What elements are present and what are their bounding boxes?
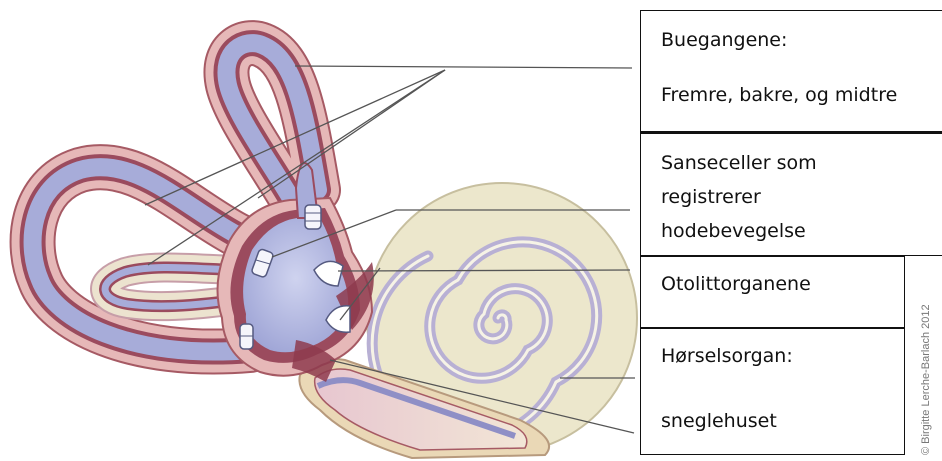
label-horselsorgan-detail: sneglehuset (661, 408, 777, 435)
ampulla-crista-1 (305, 205, 321, 229)
label-buegangene-title: Buegangene: (661, 27, 787, 54)
label-sanseceller-line-3: hodebevegelse (661, 218, 806, 245)
label-box-otolittorganene: Otolittorganene (640, 256, 905, 328)
label-sanseceller-line-2: registrerer (661, 184, 761, 211)
vestibule (218, 163, 374, 382)
label-box-buegangene: Buegangene: Fremre, bakre, og midtre (640, 10, 942, 132)
copyright-credit: © Birgitte Lerche-Barlach 2012 (920, 304, 932, 455)
credit-symbol: © (920, 444, 932, 455)
ampulla-crista-3 (240, 324, 253, 349)
leader-buegangene (295, 66, 632, 68)
label-buegangene-detail: Fremre, bakre, og midtre (661, 82, 897, 109)
credit-text: Birgitte Lerche-Barlach 2012 (920, 304, 932, 443)
label-horselsorgan-title: Hørselsorgan: (661, 343, 793, 370)
label-otolittorganene: Otolittorganene (661, 271, 811, 298)
label-sanseceller-line-1: Sanseceller som (661, 150, 817, 177)
label-box-horselsorgan: Hørselsorgan: sneglehuset (640, 328, 905, 455)
label-box-sanseceller: Sanseceller som registrerer hodebevegels… (640, 132, 942, 256)
